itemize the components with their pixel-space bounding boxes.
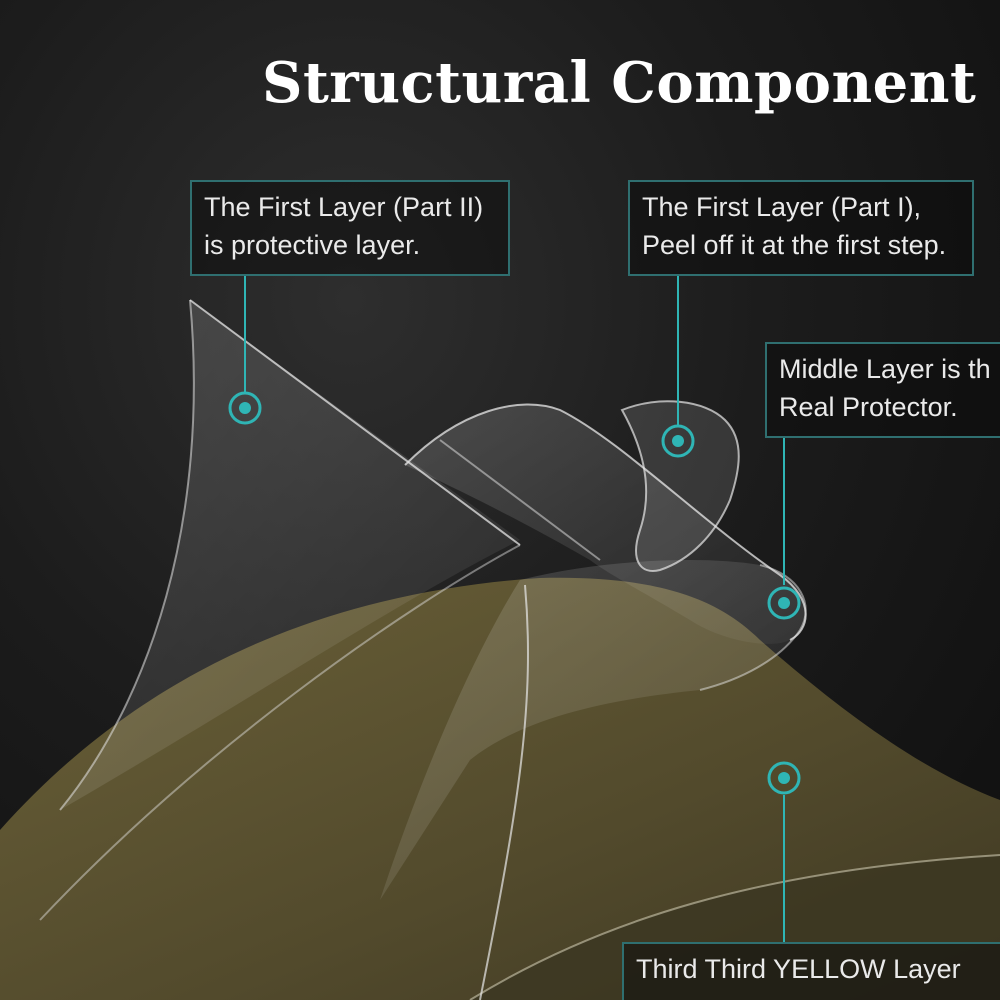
- callout-line: Middle Layer is th: [779, 354, 991, 384]
- callout-first-layer-part1: The First Layer (Part I), Peel off it at…: [628, 180, 974, 276]
- callout-line: Real Protector.: [779, 392, 958, 422]
- callout-line: Peel off it at the first step.: [642, 230, 947, 260]
- callout-line: Third Third YELLOW Layer: [636, 954, 961, 984]
- first-layer-part2: [60, 300, 520, 810]
- page-title: Structural Component: [262, 50, 977, 116]
- middle-layer: [380, 560, 806, 900]
- callout-line: The First Layer (Part II): [204, 192, 484, 222]
- peel-tab: [620, 400, 740, 572]
- target-icon: [767, 586, 801, 620]
- callout-first-layer-part2: The First Layer (Part II) is protective …: [190, 180, 510, 276]
- target-icon: [228, 391, 262, 425]
- callout-line: is protective layer.: [204, 230, 421, 260]
- target-icon: [661, 424, 695, 458]
- callout-third-layer: Third Third YELLOW Layer: [622, 942, 1000, 1000]
- callout-middle-layer: Middle Layer is th Real Protector.: [765, 342, 1000, 438]
- callout-line: The First Layer (Part I),: [642, 192, 922, 222]
- first-layer-part1: [405, 404, 806, 644]
- target-icon: [767, 761, 801, 795]
